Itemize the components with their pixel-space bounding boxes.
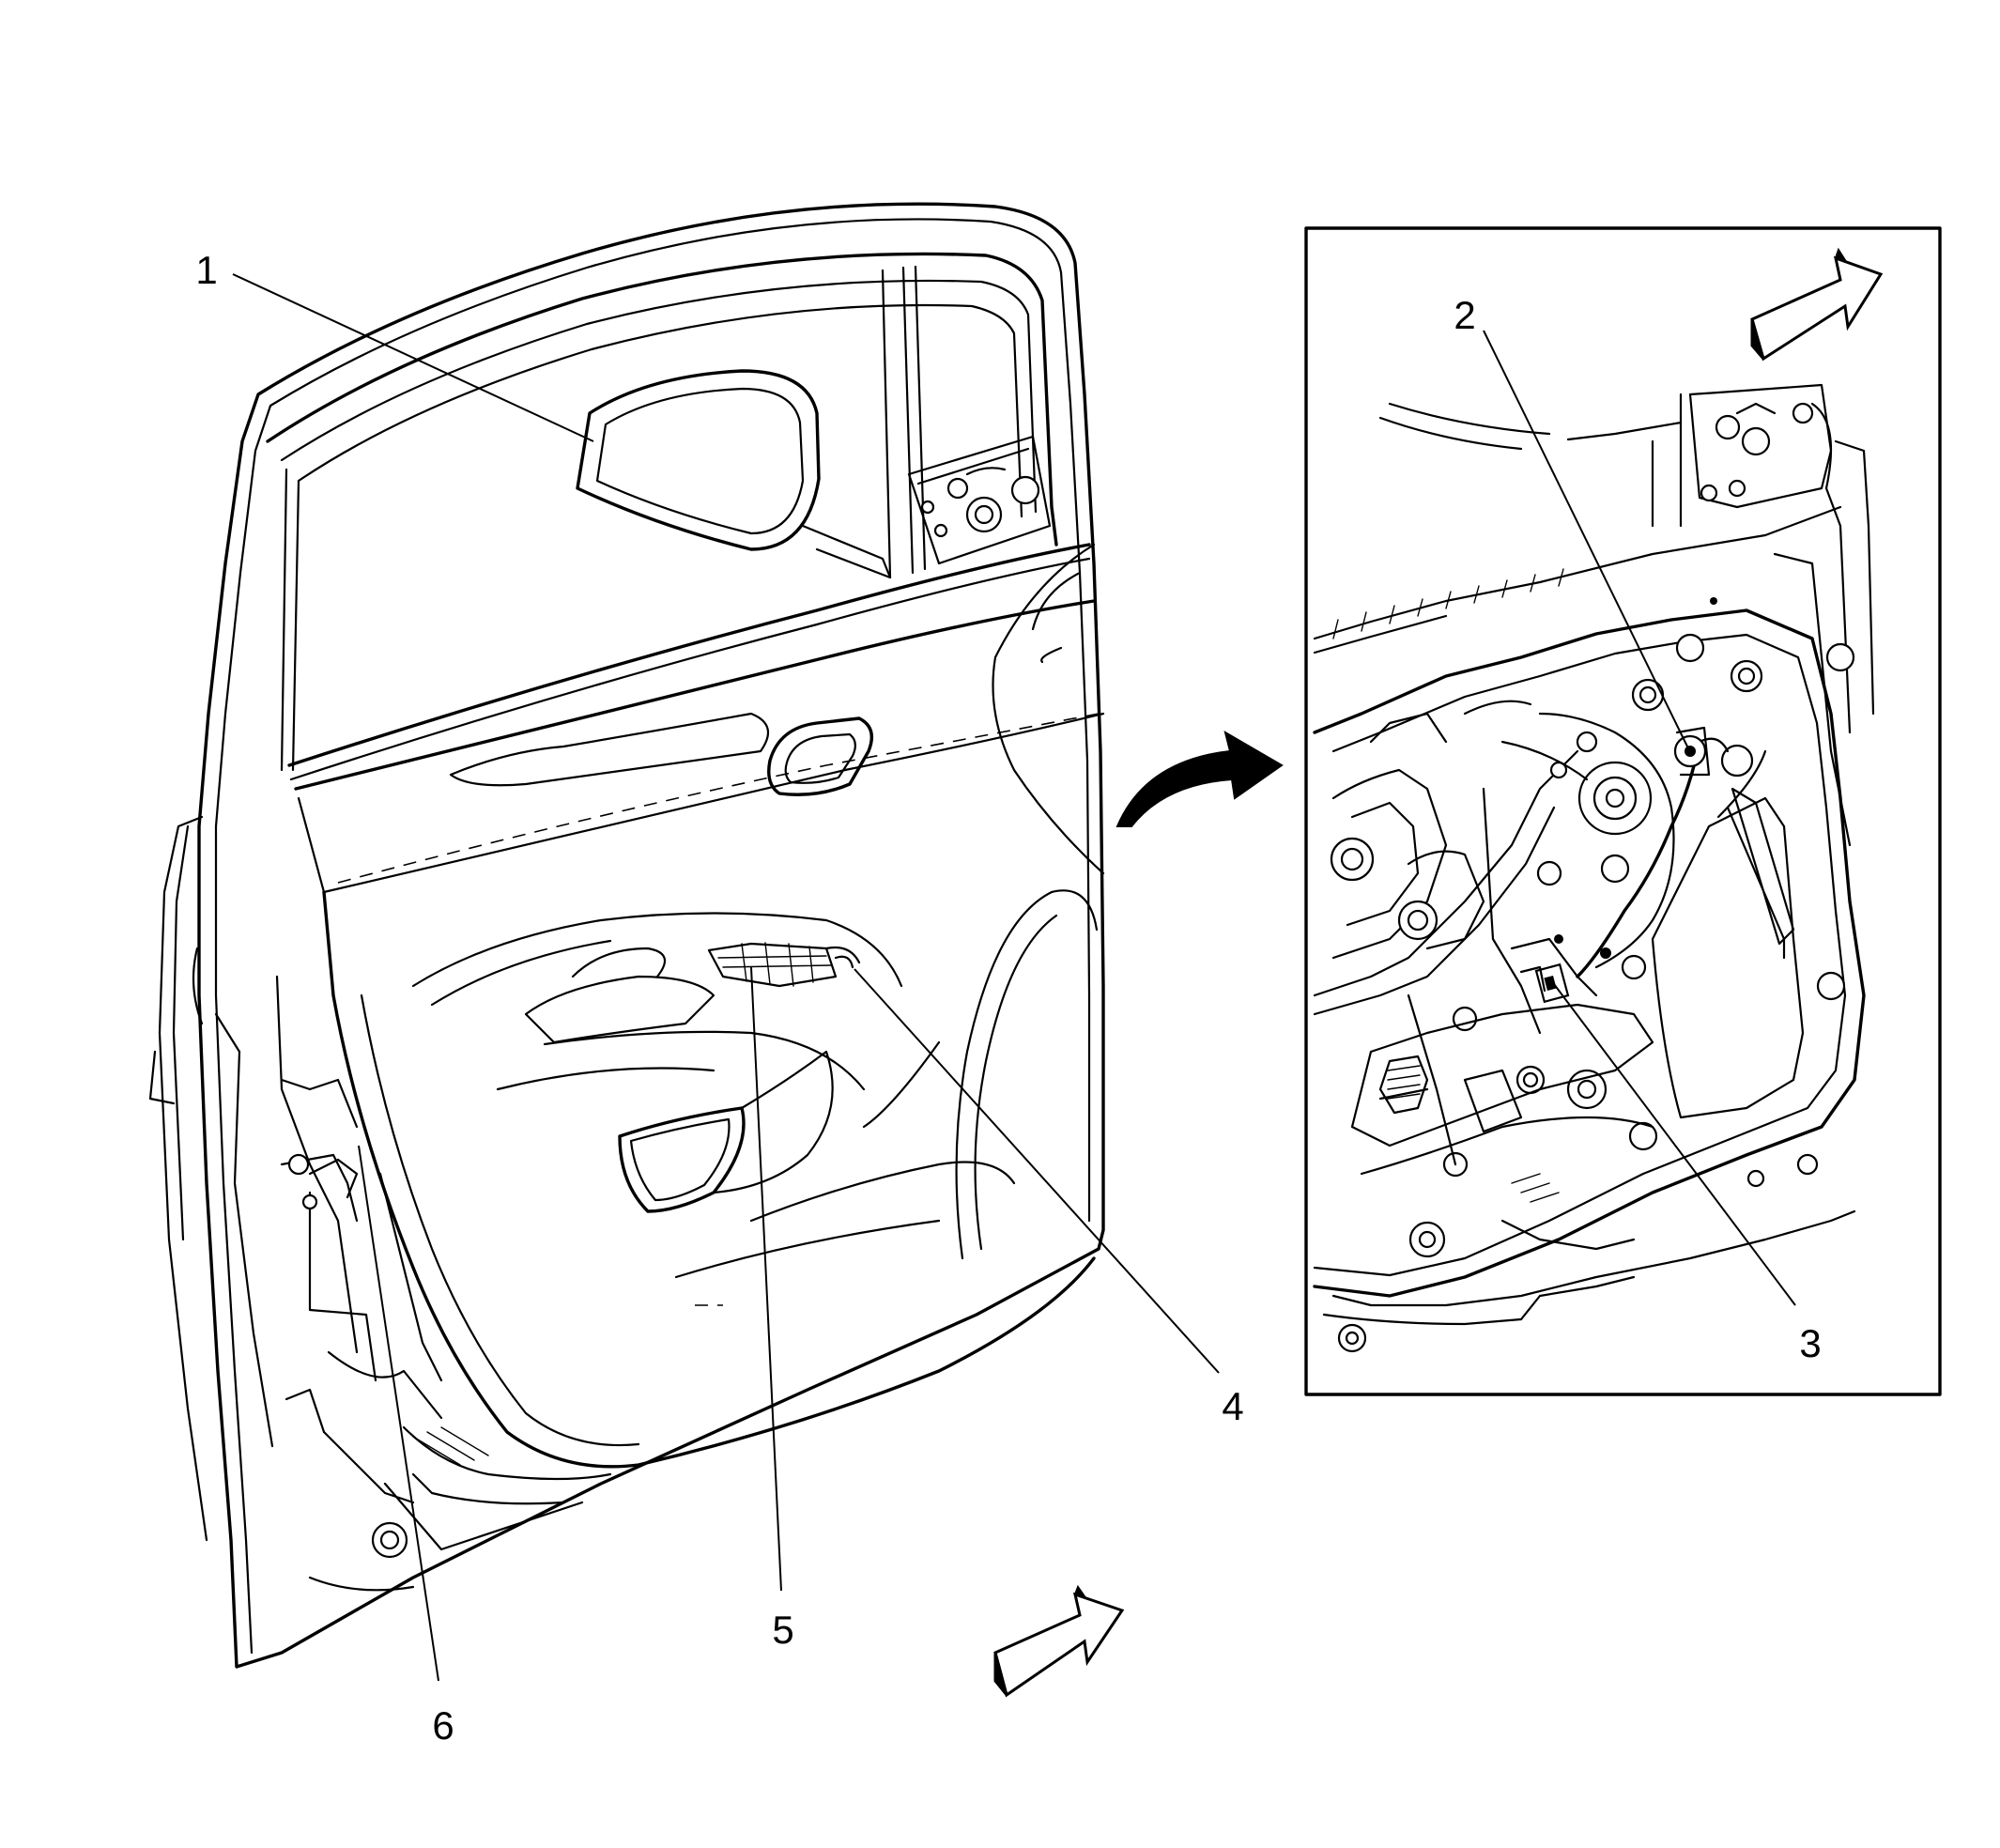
- harness-connector: [1519, 962, 1570, 1004]
- callout-3: 3: [1553, 983, 1822, 1365]
- door-outer-edge: [197, 202, 1105, 1669]
- callout-label: 4: [1222, 1384, 1243, 1428]
- wiring-harness: [1576, 740, 1701, 978]
- harness-clip: [1673, 726, 1711, 777]
- callout-label: 1: [195, 248, 217, 292]
- forward-direction-arrow-icon: [1750, 247, 1884, 362]
- callout-label: 3: [1799, 1321, 1821, 1365]
- inside-door-handle: [767, 716, 873, 796]
- window-frame: [266, 252, 1058, 547]
- callout-2: 2: [1454, 293, 1689, 749]
- outside-mirror: [576, 369, 892, 579]
- hinge-pillar: [148, 815, 443, 1592]
- pull-handle: [618, 1050, 834, 1213]
- callout-1: 1: [195, 248, 594, 442]
- callout-5: 5: [750, 966, 794, 1652]
- curved-arrow-icon: [1115, 730, 1284, 827]
- front-door-assembly: [148, 202, 1105, 1669]
- callout-label: 2: [1454, 293, 1475, 337]
- detail-inset: [1304, 226, 1942, 1396]
- door-outer-edge-inner: [214, 218, 1091, 1655]
- forward-direction-arrow-icon: [993, 1584, 1125, 1698]
- belt-line: [287, 543, 1091, 767]
- callout-label: 6: [432, 1703, 454, 1748]
- trim-panel-top: [294, 599, 1096, 791]
- callout-4: 4: [854, 968, 1244, 1428]
- window-switch: [707, 942, 861, 988]
- callout-label: 5: [772, 1608, 793, 1652]
- callout-6: 6: [358, 1145, 454, 1748]
- mirror-bracket: [907, 435, 1052, 565]
- speaker-grille: [955, 889, 1099, 1260]
- window-regulator-module: [1313, 597, 1866, 1353]
